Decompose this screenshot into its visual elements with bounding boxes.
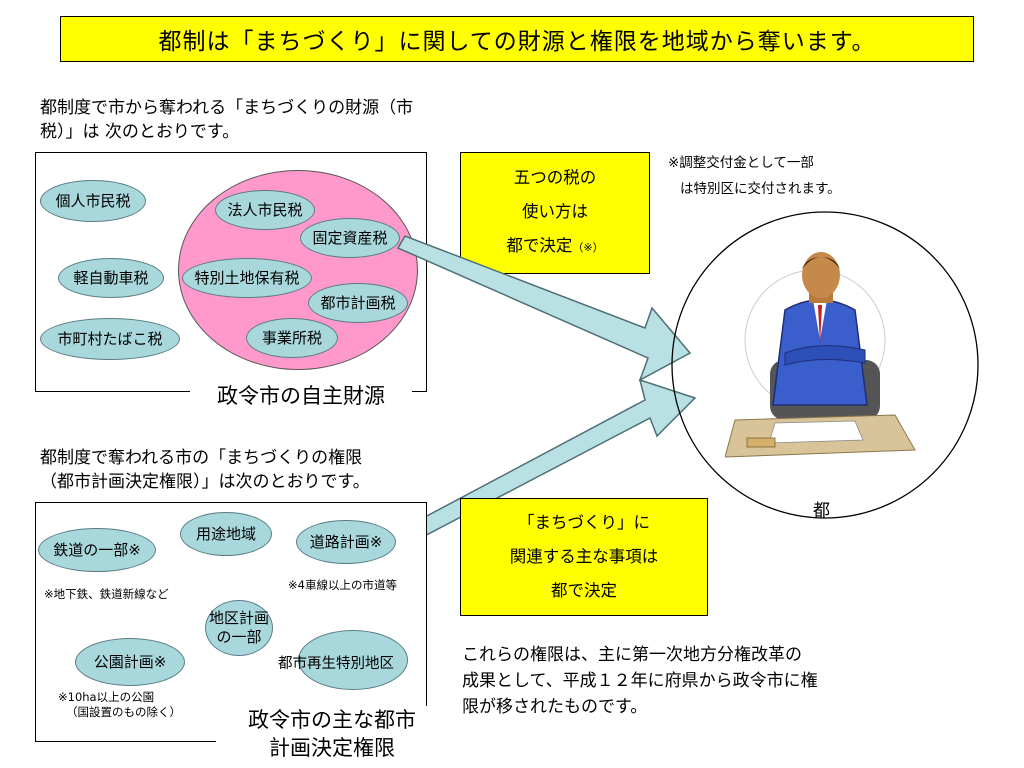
item-urban-renewal-label: 都市再生特別地区: [278, 656, 394, 672]
note-park: ※10ha以上の公園 （国設置のもの除く）: [58, 690, 181, 720]
bottom-text: これらの権限は、主に第一次地方分権改革の 成果として、平成１２年に府県から政令市…: [462, 642, 818, 720]
item-district-plan: 地区計画 の一部: [205, 600, 273, 656]
finance-caption: 政令市の自主財源: [190, 382, 412, 410]
tax-business-office: 事業所税: [246, 318, 338, 358]
finance-intro: 都制度で市から奪われる「まちづくりの財源（市 税）」は 次のとおりです。: [40, 96, 413, 144]
official-figure-icon: [725, 252, 916, 458]
finance-intro-line2: 税）」は 次のとおりです。: [40, 122, 240, 142]
item-railway: 鉄道の一部※: [38, 528, 156, 572]
authority-caption-line1: 政令市の主な都市: [248, 708, 416, 732]
authority-intro-line1: 都制度で奪われる市の「まちづくりの権限: [40, 448, 363, 468]
tax-light-vehicle: 軽自動車税: [58, 258, 164, 298]
note-top-line2: は特別区に交付されます。: [680, 181, 841, 197]
note-top-line1: ※調整交付金として一部: [668, 155, 814, 171]
authority-intro-line2: （都市計画決定権限）」は次のとおりです。: [40, 472, 370, 492]
authority-caption: 政令市の主な都市 計画決定権限: [216, 706, 448, 762]
yellow-box-2-line3: 都で決定: [551, 581, 617, 600]
metro-label: 都: [813, 501, 830, 521]
yellow-box-1-mark: （※）: [572, 241, 604, 254]
note-park-line2: （国設置のもの除く）: [66, 705, 181, 719]
item-district-line1: 地区計画: [208, 609, 269, 627]
finance-intro-line1: 都制度で市から奪われる「まちづくりの財源（市: [40, 98, 414, 118]
authority-intro: 都制度で奪われる市の「まちづくりの権限 （都市計画決定権限）」は次のとおりです。: [40, 446, 370, 494]
metro-circle: [671, 211, 979, 519]
yellow-box-1-line2: 使い方は: [522, 202, 588, 221]
item-urban-renewal: [298, 630, 408, 690]
tax-city-planning: 都市計画税: [308, 283, 408, 323]
page-title: 都制は「まちづくり」に関しての財源と権限を地域から奪います。: [60, 16, 974, 62]
yellow-box-2-line2: 関連する主な事項は: [509, 547, 659, 566]
yellow-box-1-line1: 五つの税の: [513, 168, 597, 187]
note-park-line1: ※10ha以上の公園: [58, 690, 155, 704]
yellow-box-1-line3: 都で決定（※）: [506, 236, 604, 255]
tax-individual-resident: 個人市民税: [40, 180, 146, 222]
item-park: 公園計画※: [75, 638, 185, 686]
yellow-box-finance: 五つの税の 使い方は 都で決定（※）: [460, 152, 650, 274]
bottom-text-line3: 限が移されたものです。: [462, 697, 648, 717]
note-railway: ※地下鉄、鉄道新線など: [44, 587, 169, 601]
arrow-finance-to-metro: [396, 235, 692, 382]
yellow-box-authority: 「まちづくり」に 関連する主な事項は 都で決定: [460, 498, 708, 616]
tax-corporate-resident: 法人市民税: [215, 190, 315, 230]
bottom-text-line2: 成果として、平成１２年に府県から政令市に権: [462, 671, 818, 691]
tax-tobacco: 市町村たばこ税: [40, 318, 180, 360]
bottom-text-line1: これらの権限は、主に第一次地方分権改革の: [462, 645, 802, 665]
note-road: ※4車線以上の市道等: [288, 578, 397, 592]
note-top: ※調整交付金として一部 は特別区に交付されます。: [668, 150, 841, 202]
tax-special-land: 特別土地保有税: [182, 258, 312, 298]
authority-caption-line2: 計画決定権限: [269, 736, 395, 760]
item-zoning: 用途地域: [180, 512, 272, 556]
item-road: 道路計画※: [296, 520, 396, 564]
item-district-line2: の一部: [216, 628, 262, 646]
tax-fixed-asset: 固定資産税: [300, 218, 400, 258]
yellow-box-2-line1: 「まちづくり」に: [518, 513, 650, 532]
